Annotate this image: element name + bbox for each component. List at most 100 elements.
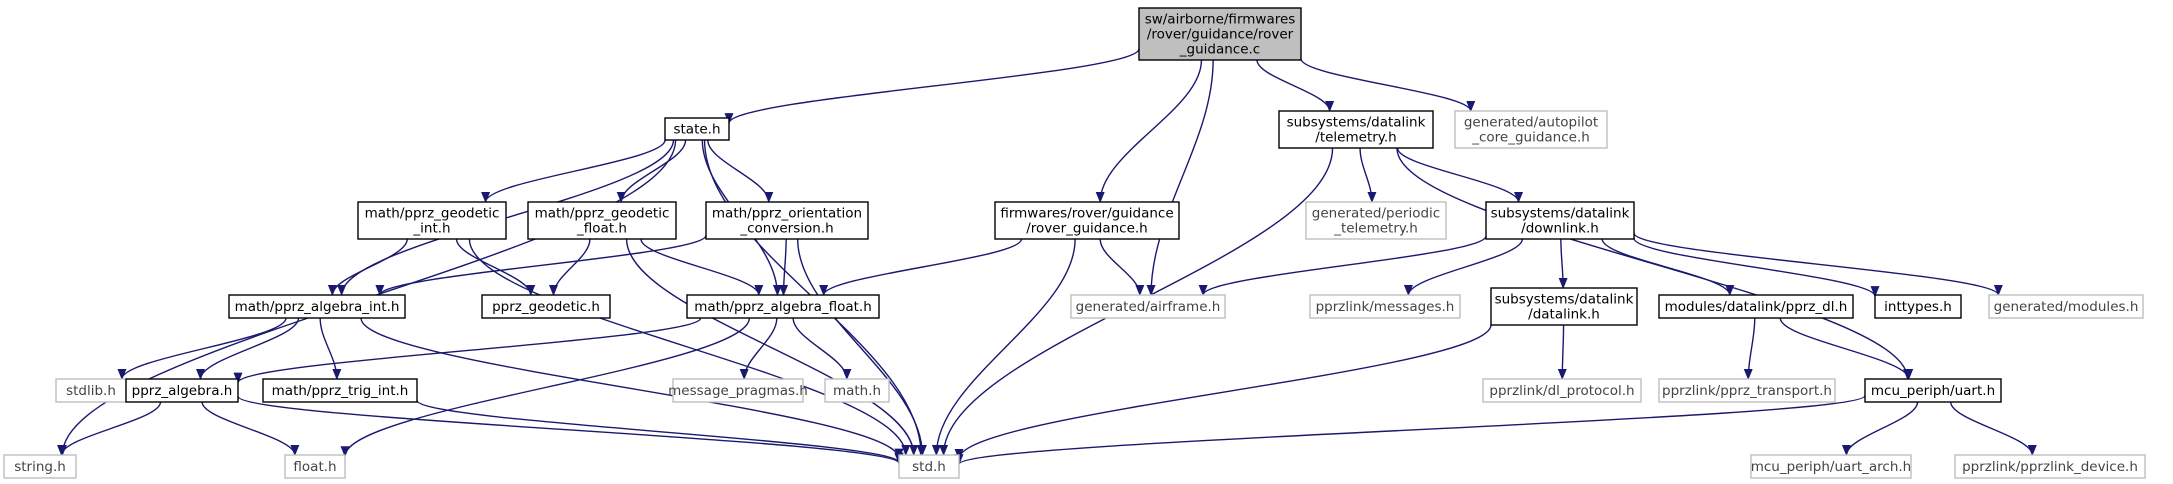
node-label-line: mcu_periph/uart.h — [1871, 383, 1995, 399]
node-label-line: generated/modules.h — [1994, 299, 2139, 315]
edge-geodetic-float-to-algebra-float — [640, 238, 764, 296]
node-airframe[interactable]: generated/airframe.h — [1070, 294, 1226, 319]
edge-root-to-airframe — [1146, 59, 1214, 296]
edge — [1557, 324, 1567, 380]
node-message-pragmas[interactable]: message_pragmas.h — [668, 378, 808, 403]
edge — [640, 238, 764, 296]
edge-algebra-int-to-stdlib — [117, 317, 287, 380]
node-autopilot[interactable]: generated/autopilot_core_guidance.h — [1454, 110, 1608, 149]
edge-datalink-to-dl-protocol — [1557, 324, 1567, 380]
node-telemetry[interactable]: subsystems/datalink/telemetry.h — [1278, 110, 1434, 149]
node-label-line: /datalink.h — [1528, 307, 1600, 323]
node-box — [1305, 201, 1447, 240]
node-label-line: /downlink.h — [1521, 221, 1599, 237]
node-geodetic-float[interactable]: math/pprz_geodetic_float.h — [527, 201, 677, 240]
node-messages[interactable]: pprzlink/messages.h — [1309, 294, 1461, 319]
node-label-line: sw/airborne/firmwares — [1145, 12, 1296, 28]
edge — [792, 317, 852, 380]
node-label-line: std.h — [912, 459, 946, 475]
node-trig-int[interactable]: math/pprz_trig_int.h — [262, 378, 418, 403]
node-box — [262, 378, 418, 403]
node-geodetic-int[interactable]: math/pprz_geodetic_int.h — [357, 201, 507, 240]
node-label-line: math/pprz_trig_int.h — [272, 383, 409, 399]
node-rover-guidance-h[interactable]: firmwares/rover/guidance/rover_guidance.… — [994, 201, 1180, 240]
node-label-line: stdlib.h — [66, 383, 116, 399]
node-label-line: _guidance.c — [1179, 42, 1260, 58]
node-math-h[interactable]: math.h — [824, 378, 890, 403]
node-datalink[interactable]: subsystems/datalink/datalink.h — [1490, 287, 1638, 326]
node-inttypes[interactable]: inttypes.h — [1874, 294, 1962, 319]
node-pprz-dl[interactable]: modules/datalink/pprz_dl.h — [1658, 294, 1854, 319]
node-label-line: _telemetry.h — [1333, 221, 1418, 237]
node-root[interactable]: sw/airborne/firmwares/rover/guidance/rov… — [1138, 7, 1302, 61]
edge — [954, 324, 1492, 460]
edge-downlink-to-airframe — [1198, 235, 1487, 296]
edge-root-to-rover-guidance-h — [1095, 59, 1203, 203]
node-geodetic-h[interactable]: pprz_geodetic.h — [481, 294, 611, 319]
node-periodic[interactable]: generated/periodic_telemetry.h — [1305, 201, 1447, 240]
edge-algebra-float-to-message-pragmas — [739, 317, 778, 380]
node-label-line: _conversion.h — [739, 221, 833, 237]
edge-orientation-to-algebra-float — [779, 238, 789, 296]
edge-downlink-to-inttypes — [1633, 237, 1880, 298]
edge-pprz-algebra-to-std-h — [237, 395, 904, 465]
edge-telemetry-to-periodic — [1359, 147, 1377, 203]
node-box — [1454, 110, 1608, 149]
node-box — [1864, 378, 2002, 403]
node-dl-protocol[interactable]: pprzlink/dl_protocol.h — [1482, 378, 1642, 403]
node-downlink[interactable]: subsystems/datalink/downlink.h — [1485, 201, 1635, 240]
edge-state-to-geodetic-int — [481, 139, 666, 203]
edge-uart-to-pprzlink-device — [1950, 401, 2037, 456]
edge — [1950, 401, 2037, 456]
node-std-h[interactable]: std.h — [898, 454, 960, 479]
node-pprz-transport[interactable]: pprzlink/pprz_transport.h — [1658, 378, 1836, 403]
node-layer: sw/airborne/firmwares/rover/guidance/rov… — [3, 7, 2146, 479]
node-label-line: math/pprz_geodetic — [535, 206, 670, 222]
edge — [455, 238, 536, 296]
node-box — [1138, 7, 1302, 61]
edge — [327, 238, 408, 296]
node-box — [527, 201, 677, 240]
edge-orientation-to-std-h — [796, 238, 927, 456]
node-box — [125, 378, 239, 403]
node-box — [994, 201, 1180, 240]
node-box — [1988, 294, 2144, 319]
edge — [1095, 59, 1203, 203]
edge — [201, 401, 300, 456]
edge-datalink-to-std-h — [954, 324, 1492, 460]
node-label-line: inttypes.h — [1884, 299, 1952, 315]
node-pprzlink-device[interactable]: pprzlink/pprzlink_device.h — [1954, 454, 2146, 479]
node-box — [1954, 454, 2146, 479]
edge — [416, 399, 904, 464]
edge-algebra-float-to-float-h — [340, 317, 751, 458]
edge-layer — [57, 48, 2037, 466]
node-stdlib[interactable]: stdlib.h — [55, 378, 127, 403]
edge-root-to-autopilot — [1300, 58, 1476, 112]
node-float-h[interactable]: float.h — [284, 454, 346, 479]
edge-downlink-to-pprz-dl — [1601, 238, 1735, 296]
edge-rover-guidance-h-to-algebra-float — [819, 238, 1023, 296]
node-uart-arch[interactable]: mcu_periph/uart_arch.h — [1750, 454, 1912, 479]
node-box — [1482, 378, 1642, 403]
node-uart[interactable]: mcu_periph/uart.h — [1864, 378, 2002, 403]
node-box — [284, 454, 346, 479]
node-modules[interactable]: generated/modules.h — [1988, 294, 2144, 319]
edge — [360, 317, 904, 460]
node-algebra-float[interactable]: math/pprz_algebra_float.h — [686, 294, 880, 319]
node-state[interactable]: state.h — [664, 117, 730, 141]
node-label-line: pprz_geodetic.h — [492, 299, 600, 315]
node-string-h[interactable]: string.h — [3, 454, 77, 479]
edge-uart-to-std-h — [954, 395, 1866, 466]
node-algebra-int[interactable]: math/pprz_algebra_int.h — [228, 294, 406, 319]
edge — [1841, 401, 1919, 456]
node-orientation[interactable]: math/pprz_orientation_conversion.h — [705, 201, 869, 240]
edge — [1396, 147, 1523, 203]
edge-geodetic-int-to-geodetic-h — [455, 238, 536, 296]
edge — [319, 317, 342, 380]
edge — [1633, 237, 1880, 298]
node-pprz-algebra[interactable]: pprz_algebra.h — [125, 378, 239, 403]
edge-root-to-telemetry — [1256, 59, 1335, 112]
edge-rover-guidance-h-to-std-h — [931, 238, 1076, 456]
node-label-line: pprzlink/dl_protocol.h — [1489, 383, 1634, 399]
